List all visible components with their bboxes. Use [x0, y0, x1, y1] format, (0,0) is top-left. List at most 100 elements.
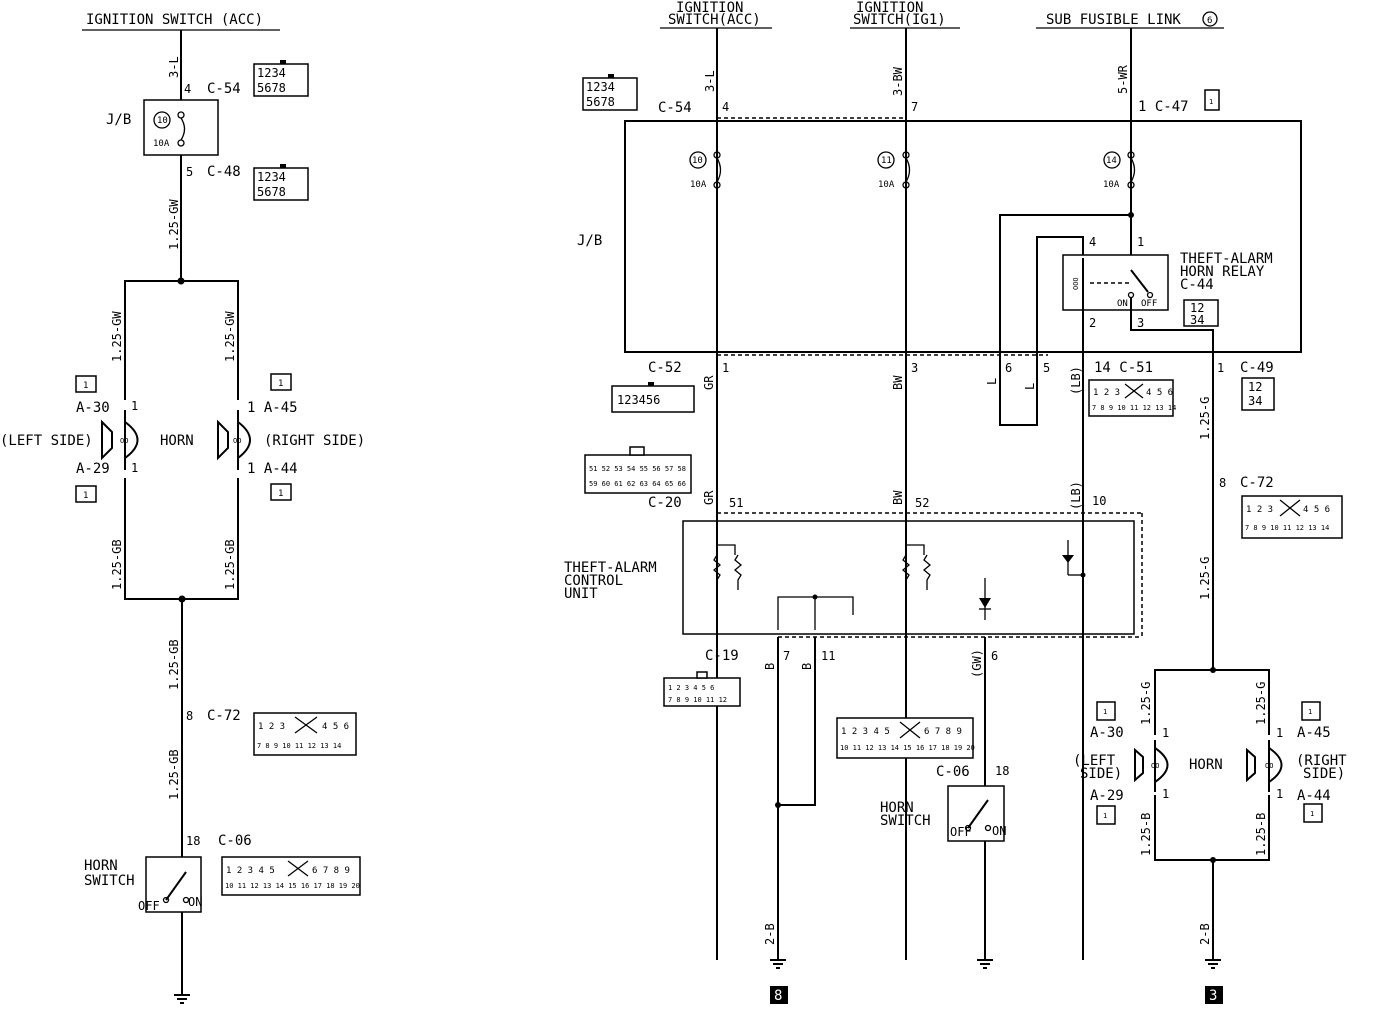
relay-pin2: 2: [1089, 316, 1096, 330]
relay-pin4: 4: [1089, 235, 1096, 249]
ground-point-8: 8: [770, 986, 788, 1004]
svg-text:10A: 10A: [690, 180, 707, 190]
left-pin18: 18: [186, 834, 200, 848]
right-c72-label: C-72: [1240, 475, 1274, 491]
right-b2: B: [800, 663, 814, 670]
relay-pin1: 1: [1137, 235, 1144, 249]
svg-text:OO: OO: [233, 437, 241, 445]
right-title-ig1b: SWITCH(IG1): [853, 12, 946, 28]
svg-text:10 11 12 13 14 15 16 17 18 19: 10 11 12 13 14 15 16 17 18 19 20: [840, 744, 975, 752]
svg-text:10A: 10A: [878, 180, 895, 190]
right-title-ig1a: IGNITION: [856, 0, 923, 16]
connector-a44-icon: 1: [270, 483, 292, 501]
relay-label3: C-44: [1180, 277, 1214, 293]
ground-icon: [1205, 959, 1221, 969]
connector-c20-icon: 51 52 53 54 55 56 57 58 59 60 61 62 63 6…: [584, 446, 692, 494]
connector-c49-icon: 1234: [1241, 377, 1275, 411]
right-lb2: (LB): [1069, 481, 1083, 510]
right-c06-label: C-06: [936, 764, 970, 780]
svg-text:6 7 8 9: 6 7 8 9: [312, 866, 350, 876]
left-horn-switch: [145, 856, 202, 913]
fuse-number-circle: [153, 111, 171, 129]
right-horn-switch-label2: SWITCH: [880, 813, 931, 829]
right-right1: (RIGHT: [1296, 753, 1347, 769]
diode-icon: [979, 525, 1086, 620]
left-side-label: (LEFT SIDE): [0, 433, 93, 449]
connector-a29-icon: 1: [1096, 805, 1116, 825]
right-horn-label: HORN: [1189, 757, 1223, 773]
right-wire-125g2: 1.25-G: [1198, 557, 1212, 600]
fuse-10-icon: 10 10A: [689, 151, 722, 190]
right-hp1b: 1: [1276, 726, 1283, 740]
left-wire-left-dn: 1.25-GB: [110, 539, 124, 590]
svg-text:1: 1: [1103, 708, 1107, 716]
connector-c44-icon: 1234: [1183, 299, 1219, 327]
left-pin1a: 1: [131, 399, 138, 413]
svg-text:1 2 3 4 5 6: 1 2 3 4 5 6: [668, 684, 714, 692]
right-p52: 52: [915, 496, 929, 510]
right-p1b: 1: [1217, 361, 1224, 375]
svg-text:1 2 3: 1 2 3: [1093, 388, 1120, 398]
svg-text:51 52 53 54 55 56 57 58: 51 52 53 54 55 56 57 58: [589, 465, 686, 473]
left-wire-mid2: 1.25-GB: [167, 749, 181, 800]
left-wire-left-up: 1.25-GW: [110, 311, 124, 362]
svg-text:4 5 6: 4 5 6: [1303, 505, 1330, 515]
connector-c72-icon: 1 2 3 4 5 6 7 8 9 10 11 12 13 14: [253, 712, 357, 756]
right-c19-label: C-19: [705, 648, 739, 664]
ground-icon: [977, 959, 993, 969]
right-p51: 51: [729, 496, 743, 510]
svg-text:1: 1: [278, 379, 283, 389]
right-wire-125g: 1.25-G: [1198, 397, 1212, 440]
relay-pin3: 3: [1137, 316, 1144, 330]
left-fuse-num: 10: [157, 116, 168, 126]
left-horn-icon: OO: [101, 410, 139, 470]
right-sub-num: 6: [1207, 16, 1212, 26]
left-c72-label: C-72: [207, 708, 241, 724]
left-jb-label: J/B: [106, 112, 131, 128]
right-pin4: 4: [722, 100, 729, 114]
right-lb: (LB): [1069, 366, 1083, 395]
left-wire-jb-out: 1.25-GW: [167, 199, 181, 250]
svg-text:7 8 9 10 11 12: 7 8 9 10 11 12: [668, 696, 727, 704]
right-b1: B: [763, 663, 777, 670]
right-wire-125b1: 1.25-B: [1139, 813, 1153, 856]
connector-c47-icon: 1: [1204, 89, 1220, 111]
right-left2: SIDE): [1080, 766, 1122, 782]
right-p11: 11: [821, 649, 835, 663]
connector-a30-icon: 1: [1096, 701, 1116, 721]
svg-text:1: 1: [1103, 812, 1107, 820]
right-p7: 7: [783, 649, 790, 663]
svg-text:1 2 3 4 5: 1 2 3 4 5: [841, 727, 890, 737]
left-title: IGNITION SWITCH (ACC): [86, 12, 263, 28]
svg-text:3: 3: [1209, 988, 1217, 1004]
connector-c52-icon: 123456: [611, 382, 695, 413]
right-wire-sub: 5-WR: [1116, 64, 1130, 94]
right-bw2: BW: [891, 490, 905, 505]
svg-text:34: 34: [1248, 394, 1262, 408]
svg-text:OOO: OOO: [1072, 277, 1080, 290]
right-c20-label: C-20: [648, 495, 682, 511]
right-p8: 8: [1219, 476, 1226, 490]
connector-a45-icon: 1: [270, 373, 292, 391]
left-fuse-amp: 10A: [153, 139, 170, 149]
right-a30: A-30: [1090, 725, 1124, 741]
right-c52-label: C-52: [648, 360, 682, 376]
left-c54-label: C-54: [207, 81, 241, 97]
ground-point-3: 3: [1205, 986, 1223, 1004]
right-horn-switch: [947, 785, 1005, 842]
connector-c19-icon: 1 2 3 4 5 6 7 8 9 10 11 12: [663, 671, 741, 707]
right-wire-125gl: 1.25-G: [1139, 682, 1153, 725]
svg-text:34: 34: [1190, 313, 1204, 327]
left-a44: 1 A-44: [247, 461, 298, 477]
left-horn-switch-label1: HORN: [84, 858, 118, 874]
control-unit-label1: THEFT-ALARM: [564, 560, 657, 576]
right-hp1c: 1: [1162, 787, 1169, 801]
right-p3: 3: [911, 361, 918, 375]
svg-text:1234: 1234: [257, 66, 286, 80]
right-title-acc2: SWITCH(ACC): [668, 12, 761, 28]
left-wire-right-dn: 1.25-GB: [223, 539, 237, 590]
right-wire-ig: 3-BW: [891, 66, 905, 96]
right-gw: (GW): [970, 649, 984, 678]
